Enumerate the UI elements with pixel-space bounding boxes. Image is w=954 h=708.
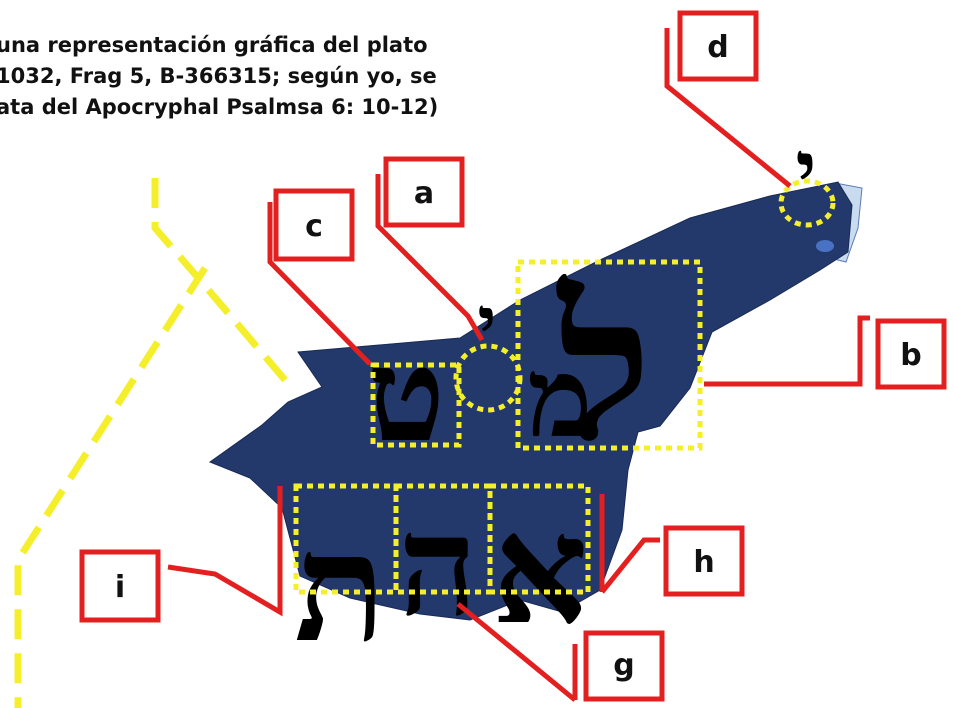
label-box-c [273,188,355,262]
hebrew-letter-alef: א [492,482,588,658]
leader-line-i [167,486,283,617]
label-text-h: h [693,545,714,580]
label-text-c: c [305,209,323,244]
manuscript-fragment [208,181,853,621]
fragment-highlight-spot [816,240,834,252]
hebrew-letter-mem: מ [527,333,592,462]
label-text-g: g [613,648,634,683]
label-text-i: i [115,570,125,605]
leader-line-b [704,315,870,387]
dashed-boundary-line-left [151,178,288,383]
leader-line-h [599,494,660,594]
caption-line-1: una representación gráfica del plato [0,33,428,57]
hebrew-letter-tet: ט [367,318,446,471]
label-box-d [677,10,759,82]
dotted-box-lamed-mem [515,259,703,451]
label-box-i [79,549,161,623]
leader-line-a [375,174,485,342]
caption: una representación gráfica del plato 103… [0,30,438,123]
hebrew-letter-yod-a: י [478,280,497,365]
dotted-box-alef [487,483,591,595]
dotted-circle-yod-a [453,343,523,413]
label-box-h [663,525,745,597]
dashed-boundary-line-far-left [14,266,208,708]
caption-line-3: ata del Apocryphal Psalmsa 6: 10-12) [0,95,439,119]
leader-line-d [664,28,792,188]
dotted-circle-yod-d [778,178,836,228]
dotted-box-tav [293,483,399,595]
dotted-box-tet [370,362,462,448]
caption-line-2: 1032, Frag 5, B-366315; según yo, se [0,64,437,88]
hebrew-letter-tav: ת [294,500,385,676]
label-text-b: b [900,338,921,373]
leader-line-g [456,602,578,702]
hebrew-letter-yod-d: י [796,123,817,217]
label-box-g [583,630,665,702]
label-text-a: a [414,176,434,211]
label-box-a [383,156,465,228]
label-box-b [875,318,947,390]
hebrew-letter-he: ה [398,484,477,647]
leader-line-c [267,202,372,366]
label-text-d: d [707,30,728,65]
